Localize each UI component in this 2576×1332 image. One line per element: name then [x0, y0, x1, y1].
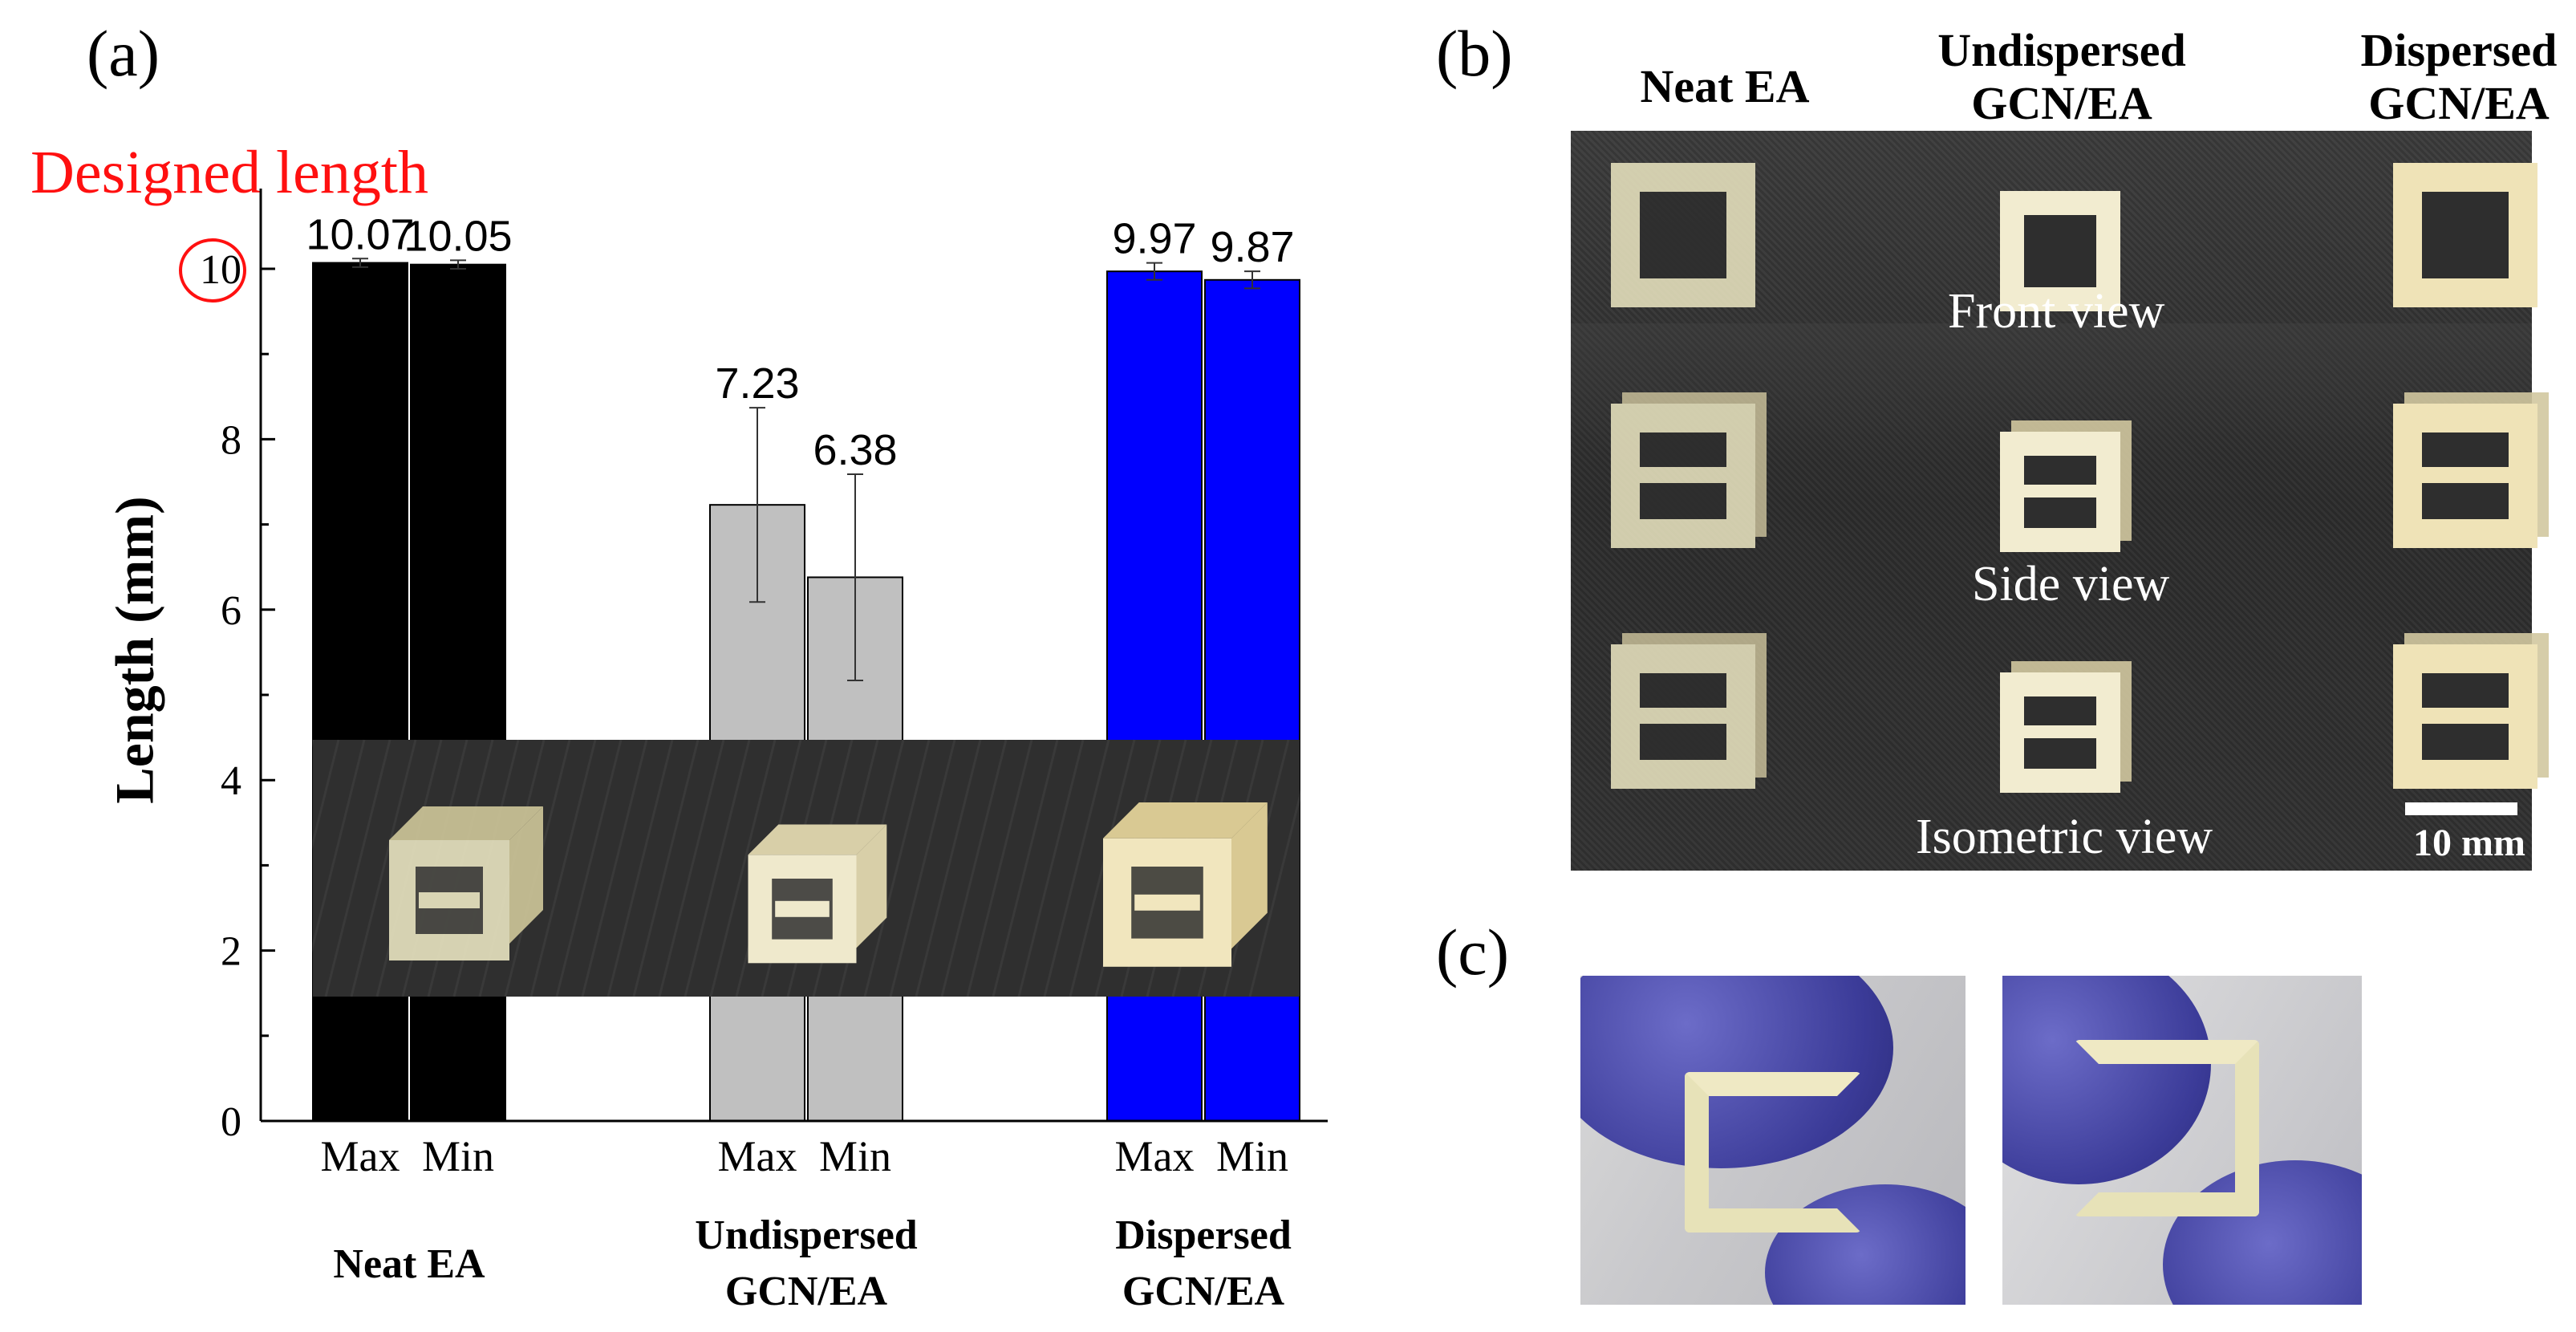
bar-value-label: 9.87 — [1210, 223, 1294, 271]
cube-side — [856, 824, 887, 948]
scale-bar-label: 10 mm — [2413, 822, 2525, 864]
cube-inner-beam — [2422, 467, 2509, 483]
bar-value-label: 9.97 — [1112, 215, 1196, 263]
y-tick-label: 8 — [221, 417, 241, 463]
panel-label-a: (a) — [87, 17, 160, 90]
panel-b-view-label: Side view — [1972, 557, 2170, 611]
cube-inner-beam — [1134, 894, 1200, 911]
inset-photo — [247, 739, 1316, 997]
panel-b-view-label: Front view — [1948, 284, 2165, 339]
designed-length-annotation: Designed length — [30, 139, 429, 206]
fabric-texture — [684, 739, 751, 997]
cube-inner-beam — [2024, 725, 2096, 739]
fabric-texture — [1248, 739, 1316, 997]
fabric-texture — [709, 739, 777, 997]
cube-inner-beam — [1640, 708, 1726, 724]
y-tick-label: 2 — [221, 929, 241, 975]
fabric-texture — [632, 739, 700, 997]
fabric-texture — [966, 739, 1033, 997]
fabric-texture — [350, 739, 417, 997]
fabric-texture — [1043, 739, 1110, 997]
x-category-label: Max — [1115, 1132, 1195, 1180]
fabric-texture — [940, 739, 1008, 997]
bar-value-label: 10.07 — [306, 210, 414, 258]
fabric-texture — [606, 739, 674, 997]
fabric-texture — [555, 739, 623, 997]
printed-cube — [2000, 191, 2120, 311]
fabric-texture — [529, 739, 597, 997]
broken-cube — [1685, 1072, 1861, 1233]
cube-inner-beam — [1640, 467, 1726, 483]
fabric-texture — [247, 739, 314, 997]
panel-b-column-captions: Neat EA Undispersed GCN/EA Dispersed GCN/E… — [1564, 16, 2557, 136]
printed-cube — [2393, 404, 2537, 548]
printed-cube — [2393, 644, 2537, 789]
bar-value-label: 6.38 — [813, 426, 897, 474]
scale-bar — [2405, 802, 2517, 815]
cube-top — [748, 824, 887, 855]
printed-cube — [1611, 644, 1755, 789]
fabric-texture — [298, 739, 366, 997]
fabric-texture — [658, 739, 725, 997]
fabric-texture — [915, 739, 982, 997]
group-label: GCN/EA — [725, 1269, 888, 1314]
fabric-texture — [863, 739, 931, 997]
panel-b-column-caption: Neat EA — [1640, 60, 1810, 112]
cube-inner-beam — [2024, 485, 2096, 498]
panel-c-photo-left — [1580, 976, 1965, 1305]
y-tick-label: 10 — [200, 247, 241, 293]
printed-cube — [1611, 163, 1755, 307]
cube-side — [509, 806, 543, 944]
fabric-texture — [889, 739, 956, 997]
cube-top — [1103, 802, 1268, 839]
printed-cube — [2000, 432, 2120, 552]
fabric-texture — [581, 739, 648, 997]
cube-inner-beam — [419, 892, 480, 908]
chart-axes — [179, 189, 1328, 1123]
cube-inner-beam — [2422, 708, 2509, 724]
y-tick-label: 4 — [221, 758, 241, 804]
x-category-label: Min — [422, 1132, 494, 1180]
x-category-label: Min — [1216, 1132, 1288, 1180]
fabric-texture — [1069, 739, 1136, 997]
panel-label-b: (b) — [1436, 17, 1513, 90]
panel-c-photo-right — [2002, 976, 2362, 1305]
fabric-texture — [273, 739, 340, 997]
panel-b-column-caption: Dispersed GCN/EA — [2360, 24, 2558, 129]
y-tick-label: 6 — [221, 588, 241, 634]
group-label: Dispersed — [1115, 1212, 1292, 1258]
designed-length-circle — [179, 238, 246, 303]
x-category-label: Max — [718, 1132, 797, 1180]
y-tick-label: 0 — [221, 1099, 241, 1145]
cube-top — [389, 806, 543, 840]
fabric-texture — [1017, 739, 1085, 997]
cube-side — [1231, 802, 1268, 949]
panel-b-view-label: Isometric view — [1916, 810, 2213, 864]
bar-value-label: 7.23 — [715, 359, 799, 408]
panel-label-c: (c) — [1436, 916, 1510, 989]
panel-b-column-caption: Undispersed GCN/EA — [1937, 24, 2186, 129]
group-label: Neat EA — [333, 1241, 485, 1287]
cube-inner-beam — [775, 900, 830, 917]
fabric-texture — [324, 739, 391, 997]
group-label: GCN/EA — [1122, 1269, 1285, 1314]
printed-cube — [2000, 672, 2120, 793]
x-category-label: Max — [321, 1132, 400, 1180]
broken-cube — [2075, 1040, 2259, 1216]
printed-cube — [1611, 404, 1755, 548]
printed-cube — [2393, 163, 2537, 307]
group-label: Undispersed — [695, 1212, 917, 1258]
fabric-texture — [992, 739, 1059, 997]
bar-value-label: 10.05 — [404, 212, 512, 260]
x-category-label: Min — [819, 1132, 891, 1180]
